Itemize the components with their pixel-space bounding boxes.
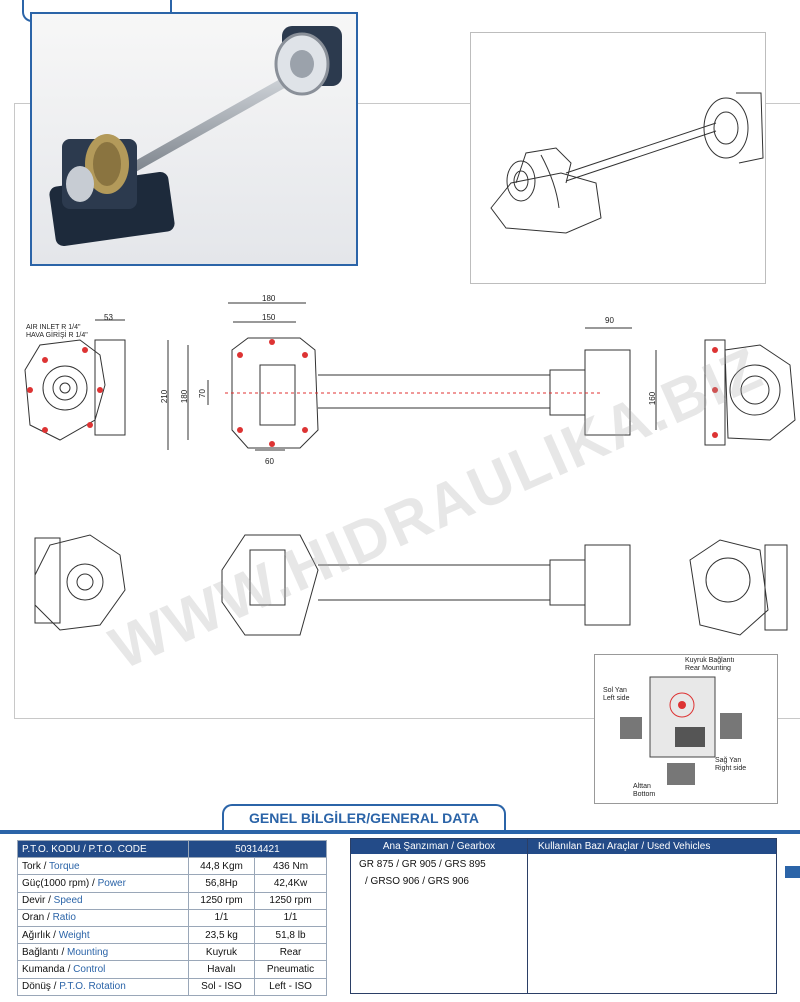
right-en: Right side — [715, 765, 747, 772]
air-inlet-en: AIR INLET R 1/4" — [26, 324, 81, 331]
vehicles-panel: Kullanılan Bazı Araçlar / Used Vehicles — [527, 838, 777, 994]
dim-60: 60 — [265, 457, 274, 466]
gearbox-panel: Ana Şanzıman / Gearbox GR 875 / GR 905 /… — [350, 838, 528, 994]
general-data-title: GENEL BİLGİLER/GENERAL DATA — [222, 804, 506, 830]
bottom-en: Bottom — [633, 791, 656, 798]
dim-180-top: 180 — [262, 294, 276, 303]
rear-mounting-label: Kuyruk Bağlantı Rear Mounting — [685, 657, 734, 673]
gearbox-list: GR 875 / GR 905 / GRS 895 / GRSO 906 / G… — [351, 854, 527, 892]
right-tr: Sağ Yan — [715, 757, 742, 764]
mounting-diagram — [620, 676, 742, 785]
isometric-drawing — [470, 32, 766, 284]
dim-90: 90 — [605, 316, 614, 325]
gearbox-header: Ana Şanzıman / Gearbox — [351, 839, 527, 854]
bottom-tr: Alttan — [633, 783, 651, 790]
technical-drawings — [24, 302, 796, 636]
left-side-label: Sol Yan Left side — [603, 687, 629, 703]
drawing-frame — [14, 103, 800, 719]
gearbox-line-1: GR 875 / GR 905 / GRS 895 — [359, 859, 486, 870]
code-value: 50314421 — [187, 839, 328, 859]
product-photo — [30, 12, 358, 266]
left-en: Left side — [603, 695, 630, 702]
spec-header-row: P.T.O. KODU / P.T.O. CODE 50314421 — [17, 839, 328, 859]
vehicles-header: Kullanılan Bazı Araçlar / Used Vehicles — [528, 839, 776, 854]
gearbox-line-2: / GRSO 906 / GRS 906 — [365, 876, 469, 887]
rear-tr: Kuyruk Bağlantı — [685, 657, 735, 664]
left-tr: Sol Yan — [603, 687, 627, 694]
section-divider — [0, 830, 800, 834]
code-label: P.T.O. KODU / P.T.O. CODE — [17, 839, 189, 859]
side-marker — [785, 866, 800, 878]
dim-150: 150 — [262, 313, 276, 322]
right-side-label: Sağ Yan Right side — [715, 757, 746, 773]
air-inlet-label: AIR INLET R 1/4" HAVA GİRİŞİ R 1/4" — [26, 324, 88, 340]
spec-table: P.T.O. KODU / P.T.O. CODE 50314421 Tork … — [17, 839, 328, 996]
dim-53: 53 — [104, 313, 113, 322]
air-inlet-tr: HAVA GİRİŞİ R 1/4" — [26, 332, 88, 339]
isometric-line-art — [490, 92, 764, 234]
rear-en: Rear Mounting — [685, 665, 731, 672]
mounting-inset: Kuyruk Bağlantı Rear Mounting Sol Yan Le… — [594, 654, 778, 804]
pto-render-image — [49, 26, 342, 247]
bottom-label: Alttan Bottom — [633, 783, 655, 799]
